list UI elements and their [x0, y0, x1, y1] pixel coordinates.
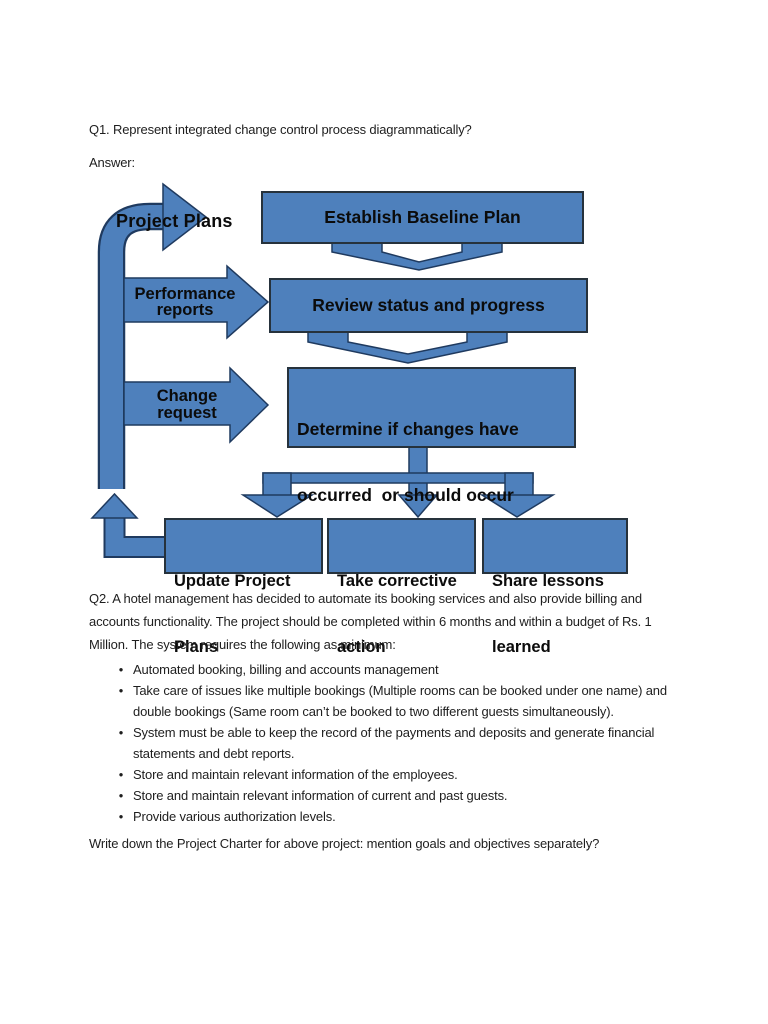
feedback-riser-arrow-fill: [100, 205, 166, 489]
bullet-dot: ●: [118, 728, 124, 737]
performance-reports-label: Performance reports: [122, 281, 248, 323]
corrective-action-box: [327, 518, 476, 574]
change-request-line2: request: [157, 404, 217, 422]
performance-reports-line2: reports: [156, 301, 214, 319]
bullet-text: Provide various authorization levels.: [133, 806, 336, 827]
update-plans-box: [164, 518, 323, 574]
bullet-item: ● Automated booking, billing and accounts…: [109, 659, 709, 680]
split-arrowhead-center: [397, 494, 439, 519]
bullet-text: Store and maintain relevant information …: [133, 785, 508, 806]
share-lessons-label: Share lessons learned: [492, 526, 604, 702]
bullet-text: Store and maintain relevant information …: [133, 764, 458, 785]
project-plans-arrowhead: [162, 182, 208, 252]
text-line: Take care of issues like multiple bookin…: [133, 683, 667, 698]
establish-baseline-label: Establish Baseline Plan: [324, 207, 521, 227]
split-arrowhead-left: [240, 494, 315, 518]
change-request-line1: Change: [156, 387, 218, 405]
review-status-box: [269, 278, 588, 333]
establish-baseline-box: [261, 191, 584, 244]
bullet-dot: ●: [118, 770, 124, 779]
bullet-item: ● System must be able to keep the record …: [109, 722, 709, 764]
text-line: Million. The system requires the followi…: [89, 637, 396, 652]
return-arrow-path-fill: [105, 518, 168, 556]
bullet-text: System must be able to keep the record o…: [133, 722, 654, 764]
text-line: accounts functionality. The project shou…: [89, 614, 652, 629]
project-plans-label: Project Plans: [116, 211, 233, 231]
bullet-dot: ●: [118, 791, 124, 800]
change-request-label: Change request: [134, 385, 240, 425]
bullet-item: ● Store and maintain relevant information…: [109, 785, 709, 806]
bullet-text: Automated booking, billing and accounts …: [133, 659, 439, 680]
bullet-dot: ●: [118, 686, 124, 695]
text-line: Automated booking, billing and accounts …: [133, 662, 439, 677]
determine-changes-label: Determine if changes have occurred or sh…: [297, 374, 519, 550]
update-plans-line1: Update Project: [174, 572, 291, 590]
requirements-list: ● Automated booking, billing and accounts…: [109, 659, 709, 827]
change-request-arrow: [123, 366, 270, 444]
text-line: System must be able to keep the record o…: [133, 725, 655, 740]
update-plans-line2: Plans: [174, 638, 219, 656]
text-line: Provide various authorization levels.: [133, 809, 336, 824]
determine-changes-line2: occurred or should occur: [297, 485, 514, 505]
share-lessons-box: [482, 518, 628, 574]
corrective-action-line1: Take corrective: [337, 572, 457, 590]
share-lessons-line1: Share lessons: [492, 572, 604, 590]
text-line: Store and maintain relevant information …: [133, 767, 458, 782]
split-arrowhead-right: [479, 494, 556, 518]
text-line: double bookings (Same room can’t be book…: [133, 704, 614, 719]
update-plans-label: Update Project Plans: [174, 526, 290, 702]
corrective-action-line2: action: [337, 638, 386, 656]
bullet-item: ● Take care of issues like multiple booki…: [109, 680, 709, 722]
answer-label: Answer:: [89, 155, 135, 170]
bullet-dot: ●: [118, 665, 124, 674]
performance-reports-arrow: [123, 264, 270, 340]
text-line: statements and debt reports.: [133, 746, 295, 761]
bullet-item: ● Store and maintain relevant information…: [109, 764, 709, 785]
question-2-paragraph: Q2. A hotel management has decided to au…: [89, 587, 652, 656]
distribution-left-stub: [262, 472, 292, 497]
review-status-label: Review status and progress: [312, 295, 545, 315]
closing-question: Write down the Project Charter for above…: [89, 836, 600, 851]
down-chevron-1: [331, 242, 503, 271]
performance-reports-line1: Performance: [134, 284, 236, 303]
corrective-action-label: Take corrective action: [337, 526, 457, 702]
down-chevron-2: [307, 331, 508, 364]
share-lessons-line2: learned: [492, 638, 551, 656]
text-line: Store and maintain relevant information …: [133, 788, 508, 803]
question-1-text: Q1. Represent integrated change control …: [89, 122, 472, 137]
determine-changes-box: [287, 367, 576, 448]
return-arrowhead-up: [90, 492, 139, 519]
determine-changes-line1: Determine if changes have: [297, 419, 519, 439]
bullet-text: Take care of issues like multiple bookin…: [133, 680, 667, 722]
bullet-dot: ●: [118, 812, 124, 821]
text-line: Q2. A hotel management has decided to au…: [89, 591, 642, 606]
bullet-item: ● Provide various authorization levels.: [109, 806, 709, 827]
